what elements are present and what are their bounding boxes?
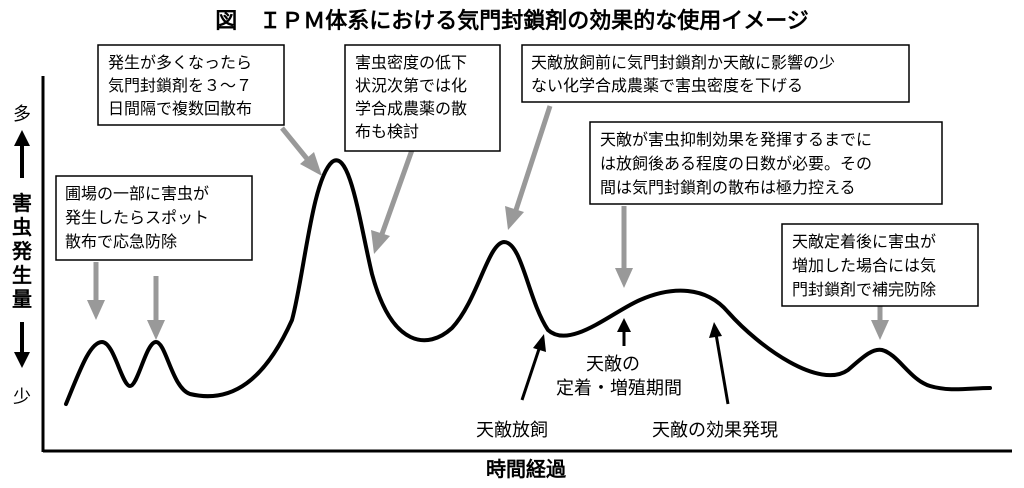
callout-6-line-1: 天敵定着後に害虫が [792,232,936,251]
callout-5-line-2: は放飼後ある程度の日数が必要。その [600,154,872,173]
y-axis-label-char-1: 害 [12,191,32,215]
y-axis-high-label: 多 [13,104,31,125]
callout-box-5: 天敵が害虫抑制効果を発揮するまでに は放飼後ある程度の日数が必要。その 間は気門… [589,121,943,205]
gray-arrow-4-head [371,230,390,254]
callout-4-line-2: 発生したらスポット [65,208,209,227]
callout-1-line-1: 発生が多くなったら [108,53,252,72]
callout-2-line-3: 学合成農薬の散 [355,99,467,118]
gray-arrow-1-head [87,300,105,320]
effect-arrow [714,333,730,405]
y-axis-up-arrowhead [14,130,30,146]
x-axis-label: 時間経過 [486,457,567,481]
callout-box-2: 害虫密度の低下 状況次第では化 学合成農薬の散 布も検討 [344,44,501,152]
callout-6-line-2: 増加した場合には気 [792,256,936,275]
callout-2-line-2: 状況次第では化 [355,76,467,95]
diagram-title: 図 ＩＰＭ体系における気門封鎖剤の効果的な使用イメージ [215,8,809,34]
callout-2-line-4: 布も検討 [355,122,419,141]
callout-box-1: 発生が多くなったら 気門封鎖剤を３～７ 日間隔で複数回散布 [97,44,285,126]
callout-box-4: 圃場の一部に害虫が 発生したらスポット 散布で応急防除 [55,175,253,261]
y-axis-down-arrowhead [14,352,30,368]
event-label-effect: 天敵の効果発現 [652,420,778,441]
event-label-release: 天敵放飼 [476,420,548,441]
event-label-establishment-2: 定着・増殖期間 [556,377,682,399]
callout-5-line-1: 天敵が害虫抑制効果を発揮するまでに [600,130,872,149]
gray-arrow-4 [379,149,415,235]
y-axis-label-char-2: 虫 [12,215,32,239]
pest-population-curve [64,158,992,406]
release-arrow [520,345,542,401]
gray-arrow-5-head [505,206,524,230]
y-axis-label-char-4: 生 [12,263,32,287]
callout-3-line-1: 天敵放飼前に気門封鎖剤か天敵に影響の少 [531,53,835,72]
event-arrows [520,318,730,405]
callout-box-6: 天敵定着後に害虫が 増加した場合には気 門封鎖剤で補完防除 [781,223,979,307]
callout-2-line-1: 害虫密度の低下 [355,53,467,72]
callout-3-line-2: ない化学合成農薬で害虫密度を下げる [531,76,803,95]
gray-arrow-2-head [147,320,165,340]
callout-6-line-3: 門封鎖剤で補完防除 [792,280,936,299]
y-axis-label-char-5: 量 [12,287,32,311]
gray-arrow-3 [280,126,310,162]
callout-4-line-1: 圃場の一部に害虫が [65,184,209,203]
establishment-arrow-head [617,318,631,332]
callout-box-3: 天敵放飼前に気門封鎖剤か天敵に影響の少 ない化学合成農薬で害虫密度を下げる [521,44,910,103]
callout-1-line-3: 日間隔で複数回散布 [108,99,252,118]
gray-arrow-5 [513,105,553,211]
y-axis-low-label: 少 [13,387,31,408]
callout-5-line-3: 間は気門封鎖剤の散布は極力控える [600,178,856,197]
effect-arrow-head [709,322,722,338]
callout-1-line-2: 気門封鎖剤を３～７ [108,76,252,95]
gray-arrow-7-head [871,320,889,340]
event-label-establishment-1: 天敵の [586,354,640,375]
gray-arrows [87,105,889,340]
y-axis-label-char-3: 発 [11,239,33,263]
gray-arrow-6-head [615,268,633,288]
gray-arrow-3-head [300,152,322,176]
release-arrow-head [533,334,546,352]
callout-4-line-3: 散布で応急防除 [65,232,177,251]
